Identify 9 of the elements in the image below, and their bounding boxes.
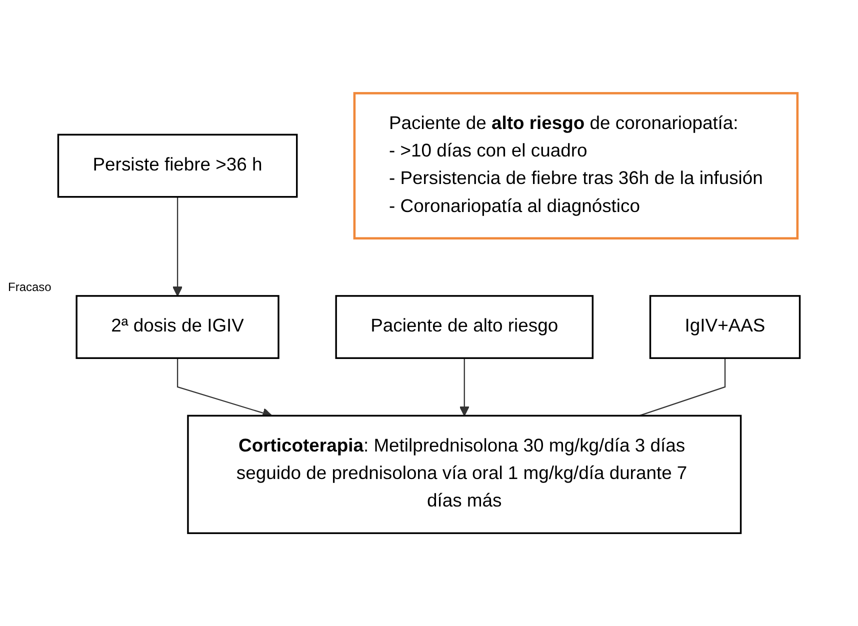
node-box: Paciente de alto riesgo bbox=[335, 294, 594, 359]
node-box: Paciente de alto riesgo de coronariopatía: - >10 días con el cuadro - Persistencia de fiebre tras 36h de la infusión - Coronariopatía al diagnóstico bbox=[353, 92, 799, 240]
note-text: Fracaso bbox=[8, 280, 52, 294]
node-box: IgIV+AAS bbox=[649, 294, 801, 359]
node-box: 2ª dosis de IGIV bbox=[76, 294, 280, 359]
arrow bbox=[459, 358, 470, 416]
arrow bbox=[172, 196, 183, 296]
node-box: Corticoterapia: Metilprednisolona 30 mg/kg/día 3 días seguido de prednisolona vía oral 1 mg/kg/día durante 7 días más bbox=[187, 414, 742, 534]
node-box: Persiste fiebre >36 h bbox=[57, 134, 298, 198]
